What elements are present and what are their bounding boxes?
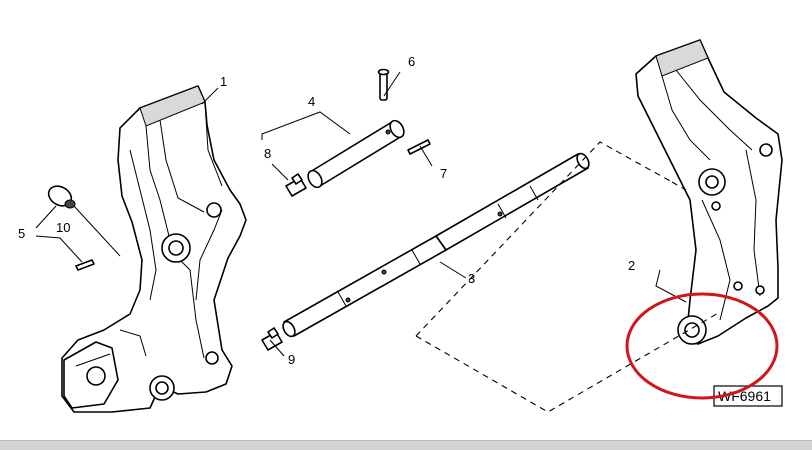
grease-fitting-upper: [285, 173, 307, 197]
left-mount-bracket: [61, 85, 247, 413]
callout-1: 1: [220, 74, 227, 89]
callout-5: 5: [18, 226, 25, 241]
reference-code-label: WF6961: [713, 385, 783, 407]
grease-fitting-lower: [261, 327, 283, 351]
callout-8: 8: [264, 146, 271, 161]
callout-4: 4: [308, 94, 315, 109]
callout-7: 7: [440, 166, 447, 181]
callout-2: 2: [628, 258, 635, 273]
shaft-lower: [282, 235, 447, 338]
assembly-guide-lines: [415, 141, 721, 413]
bottom-scrollbar[interactable]: [0, 440, 812, 450]
bolt: [377, 68, 390, 101]
highlight-ellipse: [625, 292, 779, 400]
callout-10: 10: [56, 220, 70, 235]
callout-9: 9: [288, 352, 295, 367]
reference-code-text: WF6961: [718, 388, 771, 404]
lynch-pin-lanyard: [47, 185, 121, 271]
cotter-pin: [407, 139, 431, 155]
right-mount-bracket: [635, 39, 783, 345]
callout-3: 3: [468, 271, 475, 286]
pivot-pin: [307, 119, 405, 189]
shaft-upper: [435, 152, 590, 251]
callout-6: 6: [408, 54, 415, 69]
